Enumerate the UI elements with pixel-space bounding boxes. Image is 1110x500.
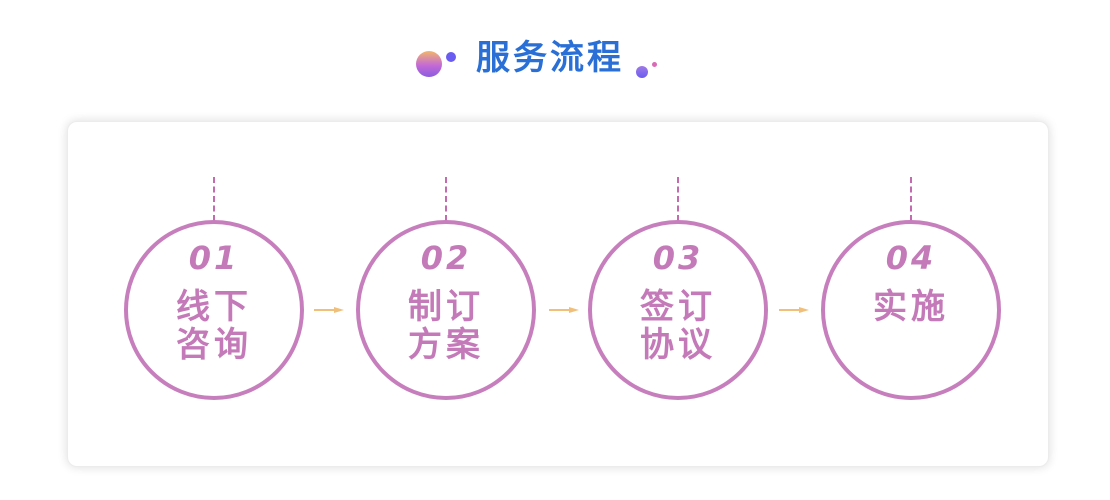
step-circle: 01 线下 咨询	[124, 220, 304, 400]
gradient-dot-icon	[416, 51, 442, 77]
arrow-right-icon	[779, 307, 809, 313]
step-label-line: 线下	[176, 287, 252, 327]
step-number: 01	[188, 239, 240, 277]
step-label-line: 实施	[873, 287, 949, 327]
step-circle: 02 制订 方案	[356, 220, 536, 400]
dashed-connector	[677, 177, 679, 221]
dashed-connector	[445, 177, 447, 221]
step-number: 03	[652, 239, 704, 277]
process-step-2: 02 制订 方案	[356, 122, 536, 468]
step-label: 实施	[825, 288, 997, 326]
section-header: 服务流程	[0, 30, 1110, 90]
step-label-line: 协议	[640, 325, 716, 365]
small-dot-icon	[652, 62, 657, 67]
step-label-line: 制订	[408, 287, 484, 327]
step-label: 制订 方案	[360, 288, 532, 364]
process-card: 01 线下 咨询 02 制订 方案	[67, 121, 1049, 467]
process-step-4: 04 实施	[821, 122, 1001, 468]
gradient-dot-icon	[636, 66, 648, 78]
process-step-1: 01 线下 咨询	[124, 122, 304, 468]
step-circle: 03 签订 协议	[588, 220, 768, 400]
dashed-connector	[910, 177, 912, 221]
step-label: 签订 协议	[592, 288, 764, 364]
step-label-line: 方案	[408, 325, 484, 365]
step-label: 线下 咨询	[128, 288, 300, 364]
step-circle: 04 实施	[821, 220, 1001, 400]
step-label-line: 咨询	[176, 325, 252, 365]
step-number: 02	[420, 239, 472, 277]
step-number: 04	[885, 239, 937, 277]
step-label-line: 签订	[640, 287, 716, 327]
small-dot-icon	[446, 52, 456, 62]
section-title: 服务流程	[476, 38, 624, 78]
arrow-right-icon	[549, 307, 579, 313]
dashed-connector	[213, 177, 215, 221]
arrow-right-icon	[314, 307, 344, 313]
process-step-3: 03 签订 协议	[588, 122, 768, 468]
